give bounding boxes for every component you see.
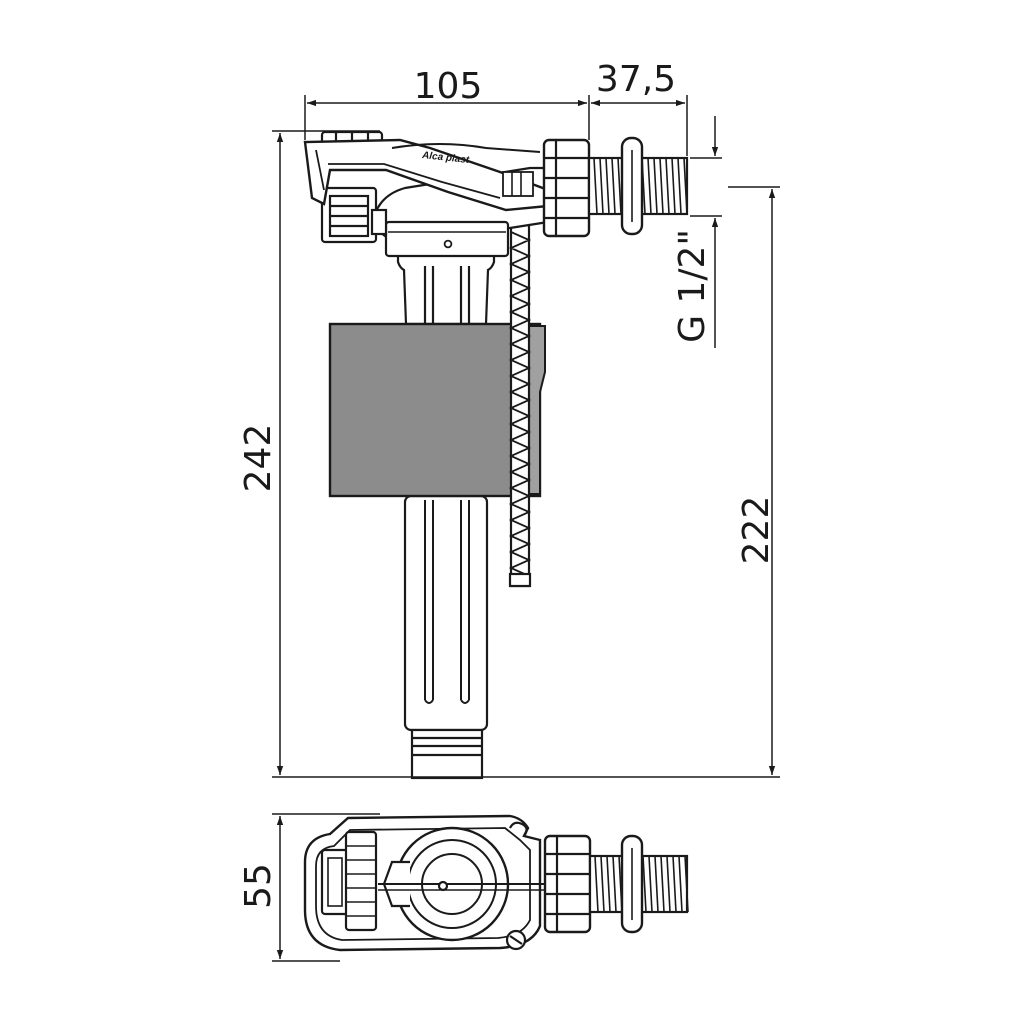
dim-height-inlet: 222 [736, 496, 777, 565]
upper-tube [396, 250, 496, 326]
brand-logo: Alca plast [421, 150, 471, 166]
inlet-nut [542, 138, 591, 238]
side-view: Alca plast [303, 130, 689, 780]
dim-thread-size: G 1/2" [672, 229, 713, 343]
float-box [328, 322, 542, 498]
dimension-lines [272, 95, 780, 778]
lower-tube [403, 494, 489, 732]
depth-dimension [272, 813, 380, 962]
bottom-base [410, 728, 484, 780]
top-view [303, 814, 689, 952]
lever-arm [303, 138, 550, 212]
dim-width-thread: 37,5 [596, 59, 676, 100]
dim-width-body: 105 [414, 66, 483, 107]
adjustment-rod [508, 222, 532, 588]
dim-depth: 55 [238, 863, 279, 909]
dim-height-total: 242 [238, 424, 279, 493]
